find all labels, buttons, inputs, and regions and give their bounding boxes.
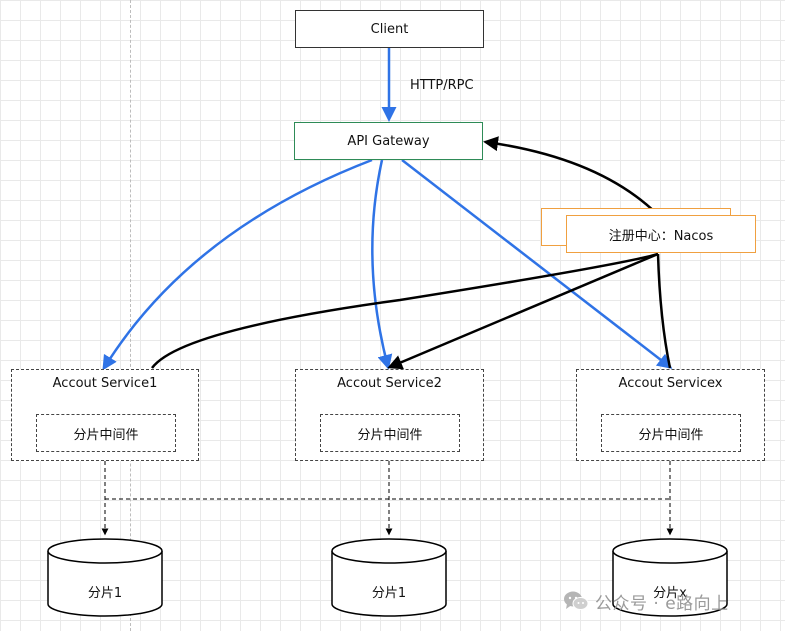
watermark-text: 公众号 · e路向上 — [595, 593, 729, 614]
client-node: Client — [295, 10, 484, 48]
sharding-middleware: 分片中间件 — [320, 414, 460, 452]
wechat-icon — [563, 590, 589, 612]
watermark: 公众号 · e路向上 — [563, 588, 729, 614]
api-gateway-node: API Gateway — [294, 122, 483, 160]
account-service-x: Accout Servicex 分片中间件 — [576, 369, 765, 461]
gateway-to-service1-arrow — [102, 158, 373, 371]
shard-label-1: 分片1 — [87, 586, 123, 601]
shard-label-2: 分片1 — [371, 586, 407, 601]
shard-cylinder-x — [612, 538, 728, 617]
service-title: Accout Servicex — [618, 376, 723, 391]
service-title: Accout Service1 — [52, 376, 158, 391]
gateway-to-service2-arrow — [371, 159, 393, 370]
sharding-middleware: 分片中间件 — [36, 414, 176, 452]
service1-to-registry-line — [150, 252, 659, 369]
registry-to-service2-arrow — [387, 252, 659, 370]
shard-cylinder-2 — [331, 538, 447, 617]
registry-node: 注册中心：Nacos — [566, 215, 756, 253]
service-title: Accout Service2 — [337, 376, 442, 391]
http-rpc-label: HTTP/RPC — [410, 78, 474, 93]
gateway-to-servicex-arrow — [401, 159, 673, 369]
sharding-middleware: 分片中间件 — [601, 414, 741, 452]
account-service-2: Accout Service2 分片中间件 — [295, 369, 484, 461]
registry-to-servicex-line — [656, 253, 672, 369]
account-service-1: Accout Service1 分片中间件 — [11, 369, 199, 461]
shard-label-x: 分片x — [653, 586, 687, 601]
registry-to-gateway-arrow — [483, 136, 659, 216]
shard-cylinder-1 — [47, 538, 163, 617]
vertical-guide-line — [130, 0, 131, 631]
